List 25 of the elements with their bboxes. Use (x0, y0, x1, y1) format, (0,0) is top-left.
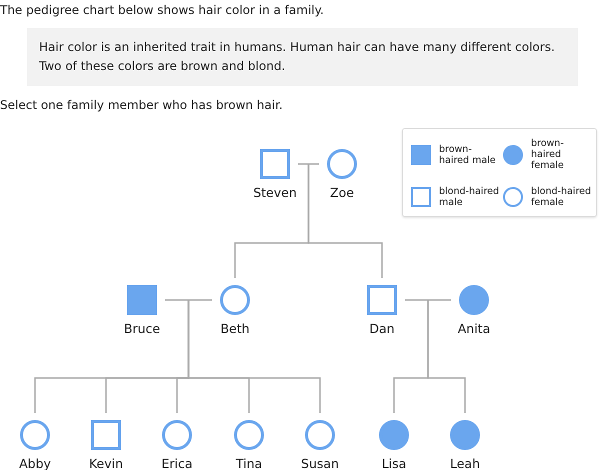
person-name: Susan (301, 456, 339, 470)
couple-line (405, 299, 451, 301)
legend-label: blond-haired female (531, 186, 592, 208)
person-name: Anita (458, 321, 490, 336)
couple-line (298, 163, 319, 165)
person-name: Lisa (382, 456, 406, 470)
person-name: Kevin (88, 456, 124, 470)
person-name: Beth (220, 321, 250, 336)
descent-line (427, 300, 466, 413)
person-name: Steven (253, 185, 297, 200)
person-name: Bruce (124, 321, 160, 336)
question-text: Select one family member who has brown hair. (0, 98, 283, 112)
descent-line (308, 164, 383, 278)
person-name: Tina (236, 456, 262, 470)
info-note: Hair color is an inherited trait in humans. Human hair can have many different colors. Two of these colors are brown and blond. (27, 28, 578, 86)
legend-label: brown-haired female (531, 138, 565, 171)
person-name: Dan (369, 321, 395, 336)
intro-text: The pedigree chart below shows hair color in a family. (0, 3, 324, 17)
person-name: Erica (161, 456, 193, 470)
person-name: Zoe (330, 185, 354, 200)
couple-line (165, 299, 212, 301)
person-name: Leah (450, 456, 480, 470)
descent-line (188, 300, 321, 413)
legend-label: blond-haired male (439, 186, 500, 208)
legend-label: brown-haired male (439, 144, 497, 166)
